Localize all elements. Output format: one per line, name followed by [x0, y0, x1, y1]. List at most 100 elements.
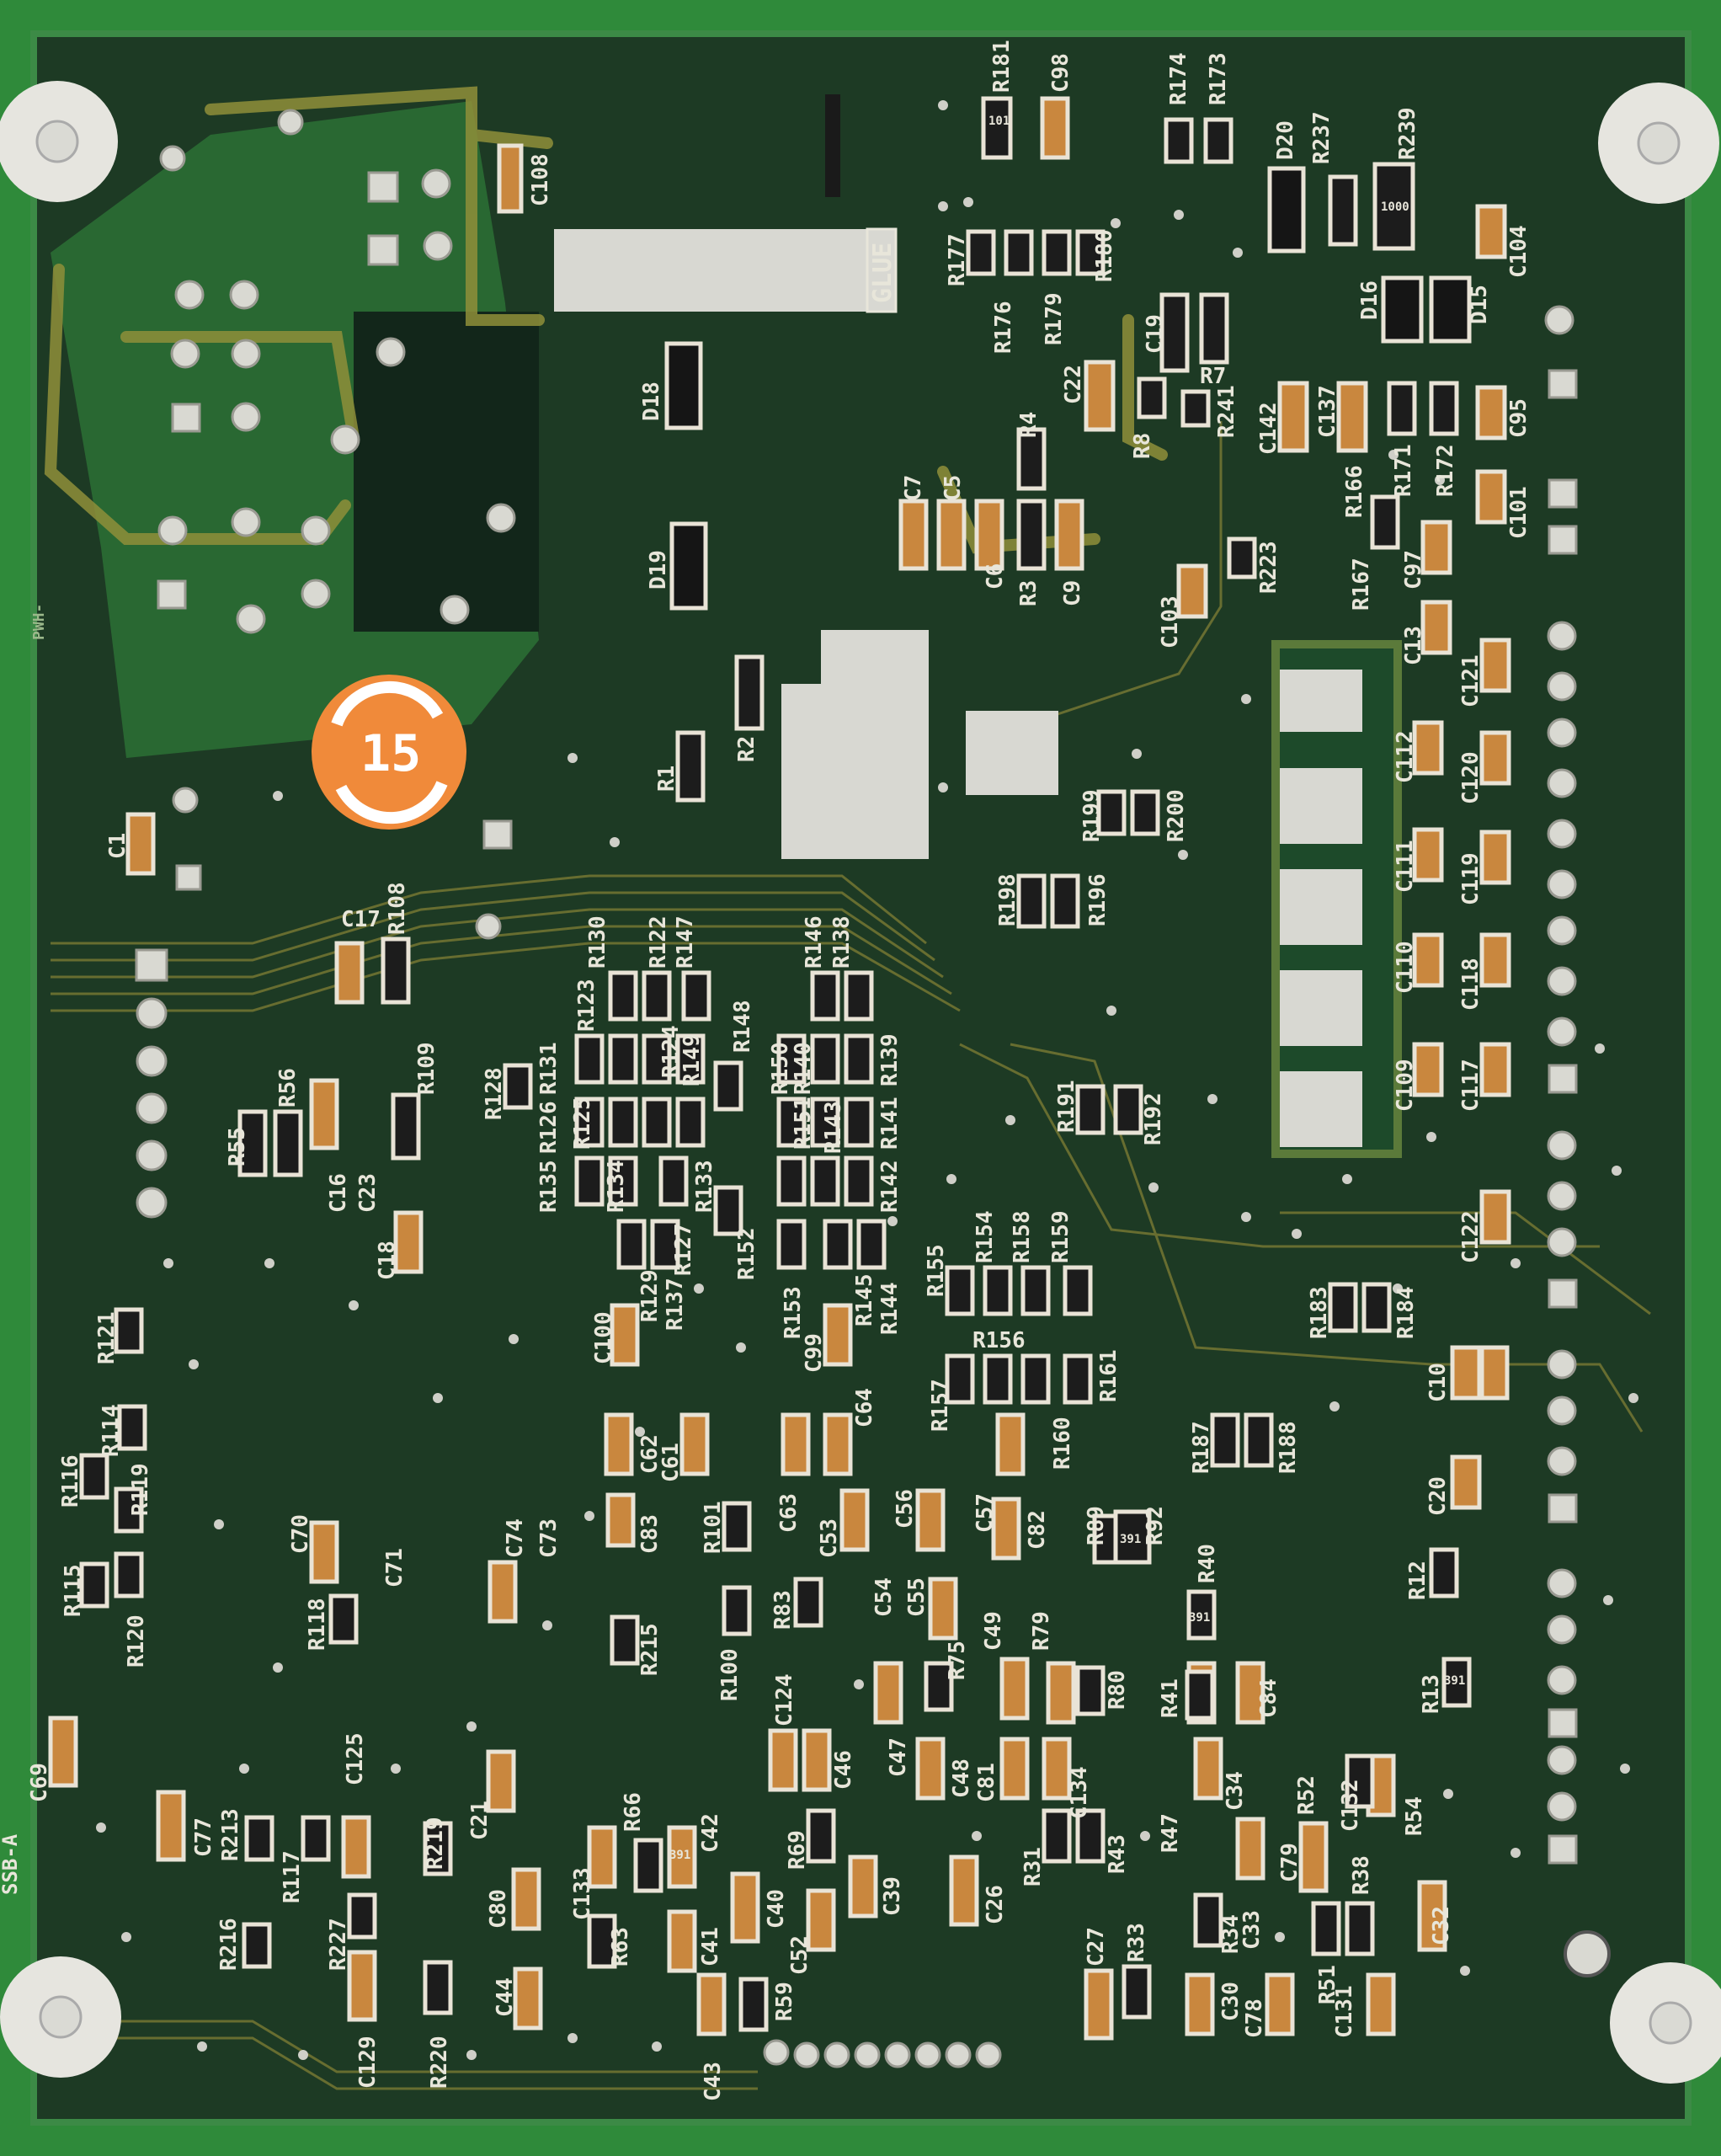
label-R241: R241: [1214, 385, 1239, 438]
label-R200: R200: [1164, 789, 1189, 842]
label-R147: R147: [673, 915, 698, 969]
edge-label: SSB-A: [0, 1833, 22, 1895]
label-C132: C132: [1338, 1779, 1363, 1832]
label-R188: R188: [1276, 1421, 1301, 1474]
label-R83: R83: [770, 1590, 796, 1630]
label-C71: C71: [382, 1548, 408, 1588]
label-R59: R59: [772, 1982, 797, 2021]
label-R125: R125: [570, 1097, 595, 1150]
label-R51: R51: [1315, 1965, 1340, 2004]
label-C81: C81: [974, 1763, 999, 1802]
label-C55: C55: [904, 1577, 930, 1617]
recycle-badge: [312, 675, 466, 830]
resistor-array: [574, 970, 887, 1270]
left-connector-pads: [135, 787, 513, 1219]
label-C80: C80: [486, 1889, 511, 1929]
label-R121: R121: [94, 1311, 120, 1364]
label-R40: R40: [1195, 1544, 1220, 1583]
label-R151: R151: [791, 1097, 816, 1150]
label-R56: R56: [275, 1068, 301, 1107]
label-C32: C32: [1429, 1906, 1454, 1945]
label-C78: C78: [1242, 1999, 1267, 2038]
label-R43: R43: [1105, 1834, 1130, 1874]
label-R1: R1: [654, 766, 679, 792]
label-R216: R216: [216, 1918, 242, 1971]
label-R13: R13: [1419, 1674, 1444, 1714]
label-R237: R237: [1309, 111, 1335, 164]
label-C109: C109: [1393, 1059, 1418, 1112]
label-C57: C57: [972, 1493, 998, 1533]
label-R89: R89: [1084, 1506, 1109, 1545]
label-R38: R38: [1349, 1855, 1374, 1895]
label-R66: R66: [621, 1792, 646, 1832]
label-C16: C16: [326, 1173, 351, 1213]
label-C134: C134: [1067, 1766, 1092, 1819]
label-C73: C73: [536, 1518, 562, 1558]
mounting-holes: [0, 81, 1721, 2084]
label-C69: C69: [27, 1763, 52, 1802]
ic-mark: 391: [1120, 1533, 1141, 1546]
label-R191: R191: [1054, 1080, 1079, 1133]
label-C70: C70: [288, 1514, 313, 1554]
label-R171: R171: [1391, 444, 1416, 497]
label-R34: R34: [1218, 1914, 1244, 1954]
label-R139: R139: [877, 1033, 903, 1086]
label-C1: C1: [105, 833, 131, 859]
label-C6: C6: [983, 563, 1008, 590]
label-R149: R149: [679, 1033, 705, 1086]
label-R156: R156: [972, 1328, 1026, 1353]
vias: [96, 100, 1638, 2060]
label-C125: C125: [343, 1732, 368, 1785]
label-C46: C46: [831, 1750, 856, 1790]
label-R117: R117: [280, 1850, 305, 1903]
label-R115: R115: [61, 1564, 86, 1617]
label-R133: R133: [692, 1160, 717, 1213]
label-R123: R123: [574, 979, 599, 1032]
label-C120: C120: [1458, 751, 1484, 804]
label-R119: R119: [128, 1463, 153, 1516]
label-C121: C121: [1458, 654, 1484, 707]
label-R176: R176: [991, 301, 1016, 354]
label-R223: R223: [1256, 541, 1281, 594]
label-R120: R120: [124, 1614, 149, 1668]
label-C53: C53: [817, 1518, 842, 1558]
label-C13: C13: [1401, 626, 1426, 665]
label-D15: D15: [1467, 285, 1492, 324]
label-C7: C7: [901, 475, 926, 501]
label-R8: R8: [1130, 433, 1155, 459]
label-R166: R166: [1342, 465, 1367, 518]
label-R154: R154: [972, 1210, 998, 1263]
label-R127: R127: [671, 1223, 696, 1276]
label-R41: R41: [1158, 1678, 1183, 1718]
smd-resistors: [79, 96, 1472, 2032]
label-C47: C47: [886, 1737, 911, 1777]
label-C83: C83: [637, 1514, 663, 1554]
label-R4: R4: [1016, 412, 1042, 438]
bottom-header-pads: [763, 2039, 1002, 2068]
badge-label: 15: [360, 724, 421, 783]
label-C48: C48: [949, 1758, 974, 1798]
label-D18: D18: [639, 382, 664, 421]
label-C23: C23: [355, 1173, 381, 1213]
label-R152: R152: [734, 1227, 759, 1280]
label-C111: C111: [1393, 840, 1418, 893]
label-C61: C61: [658, 1443, 684, 1482]
label-R155: R155: [924, 1244, 949, 1297]
label-C122: C122: [1458, 1210, 1484, 1263]
label-R131: R131: [536, 1042, 562, 1095]
label-R101: R101: [701, 1501, 726, 1554]
label-C54: C54: [871, 1577, 897, 1617]
label-R177: R177: [945, 233, 970, 286]
label-C103: C103: [1158, 595, 1183, 648]
label-R192: R192: [1141, 1092, 1166, 1145]
label-C17: C17: [341, 907, 381, 932]
glue-pads: [554, 94, 1402, 1158]
label-R160: R160: [1050, 1417, 1075, 1470]
label-C101: C101: [1506, 486, 1532, 539]
ic-mark: 391: [1444, 1674, 1465, 1688]
label-R7: R7: [1200, 364, 1226, 389]
label-R180: R180: [1092, 229, 1117, 282]
label-R146: R146: [802, 915, 827, 969]
label-C119: C119: [1458, 852, 1484, 905]
